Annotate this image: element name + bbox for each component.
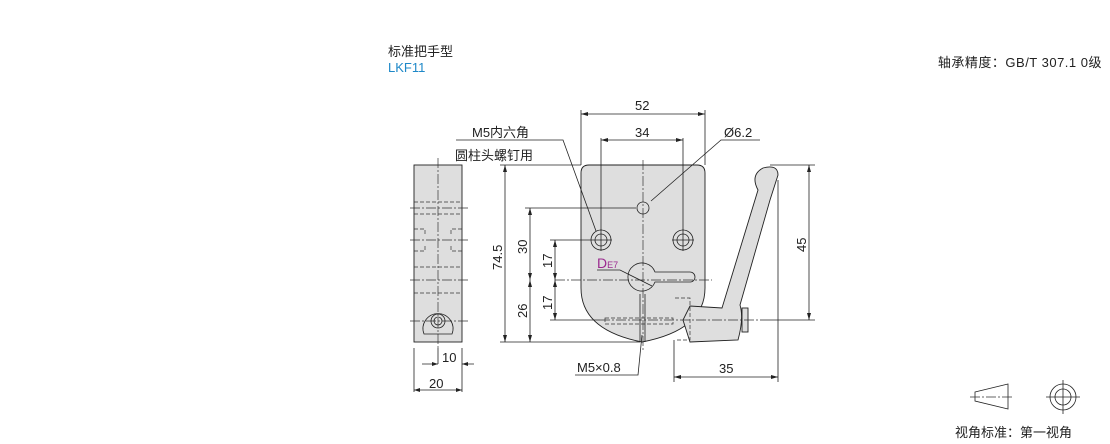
dim-52: 52 <box>635 98 649 113</box>
side-view: 10 20 <box>410 158 474 392</box>
dim-26: 26 <box>515 304 530 318</box>
dim-hole-diameter: Ø6.2 <box>724 125 752 140</box>
callout-screw-line2: 圆柱头螺钉用 <box>455 148 533 163</box>
dim-74-5: 74.5 <box>490 245 505 270</box>
dim-17-upper: 17 <box>540 254 555 268</box>
thread-label: M5×0.8 <box>577 360 621 375</box>
front-view: 52 34 Ø6.2 M5内六角 圆柱头螺钉用 74.5 30 26 17 17… <box>455 98 815 382</box>
dim-side-20: 20 <box>429 376 443 391</box>
dim-side-10: 10 <box>442 350 456 365</box>
dim-35: 35 <box>719 361 733 376</box>
model-number: LKF11 <box>388 60 426 75</box>
first-angle-projection-symbol: 视角标准：第一视角 <box>955 380 1080 440</box>
bearing-precision: 轴承精度：GB/T 307.1 0级 <box>937 55 1102 70</box>
product-title: 标准把手型 <box>388 44 454 59</box>
projection-label: 视角标准：第一视角 <box>955 425 1072 440</box>
dim-34: 34 <box>635 125 649 140</box>
callout-screw-line1: M5内六角 <box>472 125 529 140</box>
bore-label: DE7 <box>597 255 618 271</box>
dim-17-lower: 17 <box>540 296 555 310</box>
dim-30: 30 <box>515 240 530 254</box>
dim-45: 45 <box>794 238 809 252</box>
